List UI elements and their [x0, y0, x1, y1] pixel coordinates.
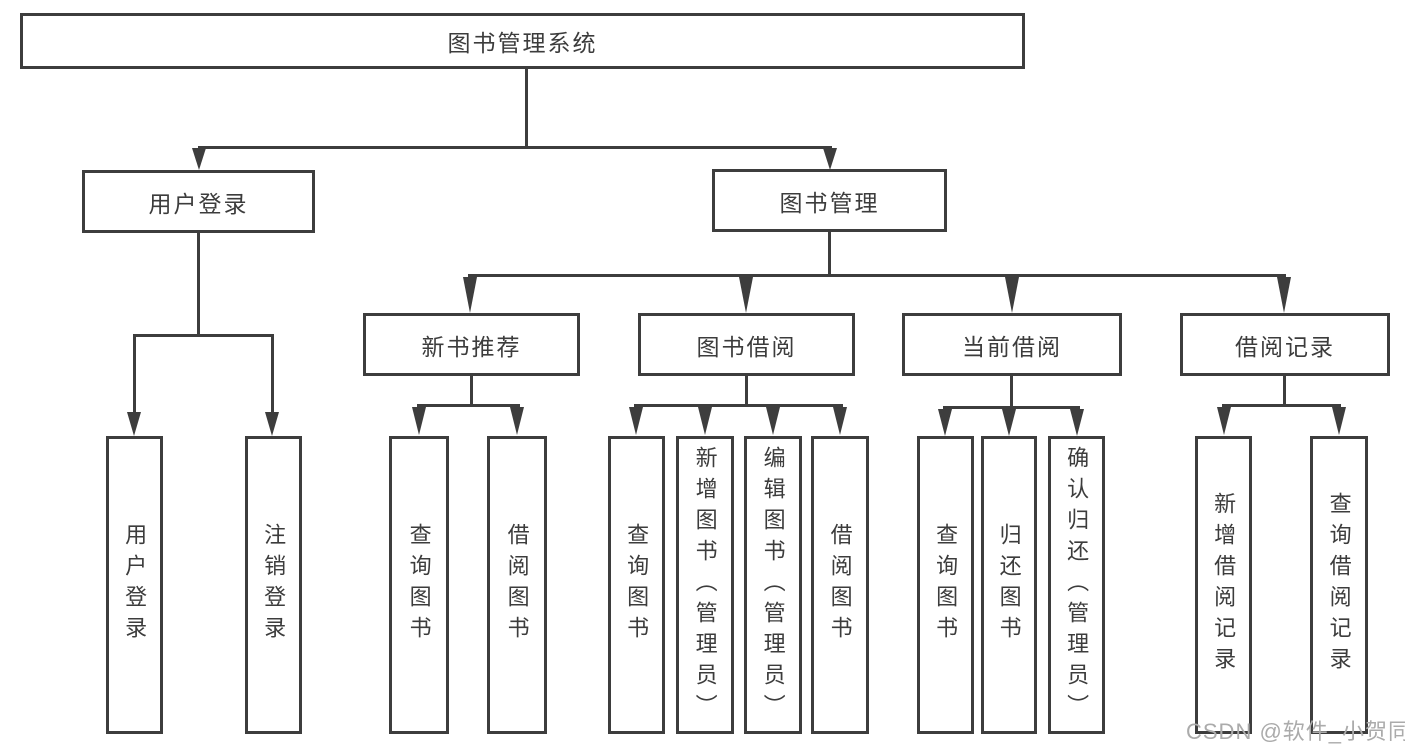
node-borrowing-records-label: 借阅记录 [1235, 333, 1335, 360]
leaf-return-books: 归还图书 [981, 436, 1037, 734]
leaf-add-borrow-record-label: 新增借阅记录 [1211, 492, 1237, 678]
leaf-query-books-borrowing: 查询图书 [608, 436, 665, 734]
node-user-login: 用户登录 [82, 170, 315, 233]
borrowing-records-branch-line [1222, 404, 1341, 407]
arrow-down-icon [1217, 407, 1231, 435]
user-login-branch-line [133, 334, 274, 337]
book-management-branch-line [468, 274, 1286, 277]
borrowing-records-stem-line [1283, 376, 1286, 406]
arrow-down-icon [1005, 277, 1019, 313]
user-login-stem-line [197, 233, 200, 336]
arrow-down-icon [629, 407, 643, 435]
node-current-borrowing: 当前借阅 [902, 313, 1122, 376]
leaf-query-borrow-record-label: 查询借阅记录 [1326, 492, 1352, 678]
arrow-down-icon [823, 148, 837, 170]
arrow-down-icon [1070, 409, 1084, 436]
arrow-down-icon [412, 407, 426, 435]
book-management-stem-line [828, 232, 831, 277]
book-borrowing-stem-line [745, 376, 748, 406]
leaf-query-books-borrowing-label: 查询图书 [624, 523, 650, 647]
root-stem-line [525, 66, 528, 148]
node-root-system-label: 图书管理系统 [447, 30, 598, 56]
leaf-edit-books-admin: 编辑图书（管理员） [744, 436, 802, 734]
leaf-confirm-return-admin: 确认归还（管理员） [1048, 436, 1105, 734]
arrow-down-icon [265, 412, 279, 436]
leaf-borrow-books-recommend: 借阅图书 [487, 436, 547, 734]
leaf-user-login: 用户登录 [106, 436, 163, 734]
current-borrowing-stem-line [1010, 376, 1013, 409]
user-login-drop-line [271, 334, 274, 414]
arrow-down-icon [739, 277, 753, 313]
new-book-branch-line [417, 404, 520, 407]
arrow-down-icon [698, 407, 712, 435]
leaf-logout-label: 注销登录 [261, 523, 287, 647]
arrow-down-icon [192, 148, 206, 170]
arrow-down-icon [1277, 277, 1291, 313]
leaf-query-borrow-record: 查询借阅记录 [1310, 436, 1368, 734]
arrow-down-icon [1002, 409, 1016, 436]
node-user-login-label: 用户登录 [148, 190, 249, 217]
arrow-down-icon [833, 407, 847, 435]
leaf-add-borrow-record: 新增借阅记录 [1195, 436, 1252, 734]
leaf-query-books-current: 查询图书 [917, 436, 974, 734]
node-book-management-label: 图书管理 [779, 189, 880, 216]
arrow-down-icon [938, 409, 952, 436]
leaf-user-login-label: 用户登录 [122, 523, 148, 647]
leaf-confirm-return-admin-label: 确认归还（管理员） [1064, 445, 1090, 725]
leaf-borrow-books-borrowing: 借阅图书 [811, 436, 869, 734]
node-new-book-recommend-label: 新书推荐 [421, 333, 522, 360]
leaf-add-books-admin-label: 新增图书（管理员） [692, 445, 718, 725]
csdn-watermark: CSDN @软件_小贺同学 [1186, 719, 1405, 744]
book-borrowing-branch-line [634, 404, 843, 407]
leaf-add-books-admin: 新增图书（管理员） [676, 436, 734, 734]
leaf-query-books-recommend-label: 查询图书 [406, 523, 432, 647]
node-current-borrowing-label: 当前借阅 [962, 333, 1062, 360]
leaf-logout: 注销登录 [245, 436, 302, 734]
arrow-down-icon [766, 407, 780, 435]
arrow-down-icon [510, 407, 524, 435]
leaf-query-books-recommend: 查询图书 [389, 436, 449, 734]
leaf-borrow-books-borrowing-label: 借阅图书 [827, 523, 853, 647]
arrow-down-icon [1332, 407, 1346, 435]
node-new-book-recommend: 新书推荐 [363, 313, 580, 376]
node-root-system: 图书管理系统 [20, 13, 1025, 69]
arrow-down-icon [463, 277, 477, 313]
node-book-borrowing: 图书借阅 [638, 313, 855, 376]
current-borrowing-branch-line [943, 406, 1080, 409]
root-branch-line [198, 146, 832, 149]
new-book-stem-line [470, 376, 473, 406]
leaf-edit-books-admin-label: 编辑图书（管理员） [760, 445, 786, 725]
node-book-borrowing-label: 图书借阅 [696, 333, 797, 360]
leaf-return-books-label: 归还图书 [996, 523, 1022, 647]
node-borrowing-records: 借阅记录 [1180, 313, 1390, 376]
user-login-drop-line [133, 334, 136, 414]
leaf-borrow-books-recommend-label: 借阅图书 [504, 523, 530, 647]
arrow-down-icon [127, 412, 141, 436]
leaf-query-books-current-label: 查询图书 [933, 523, 959, 647]
node-book-management: 图书管理 [712, 169, 947, 232]
